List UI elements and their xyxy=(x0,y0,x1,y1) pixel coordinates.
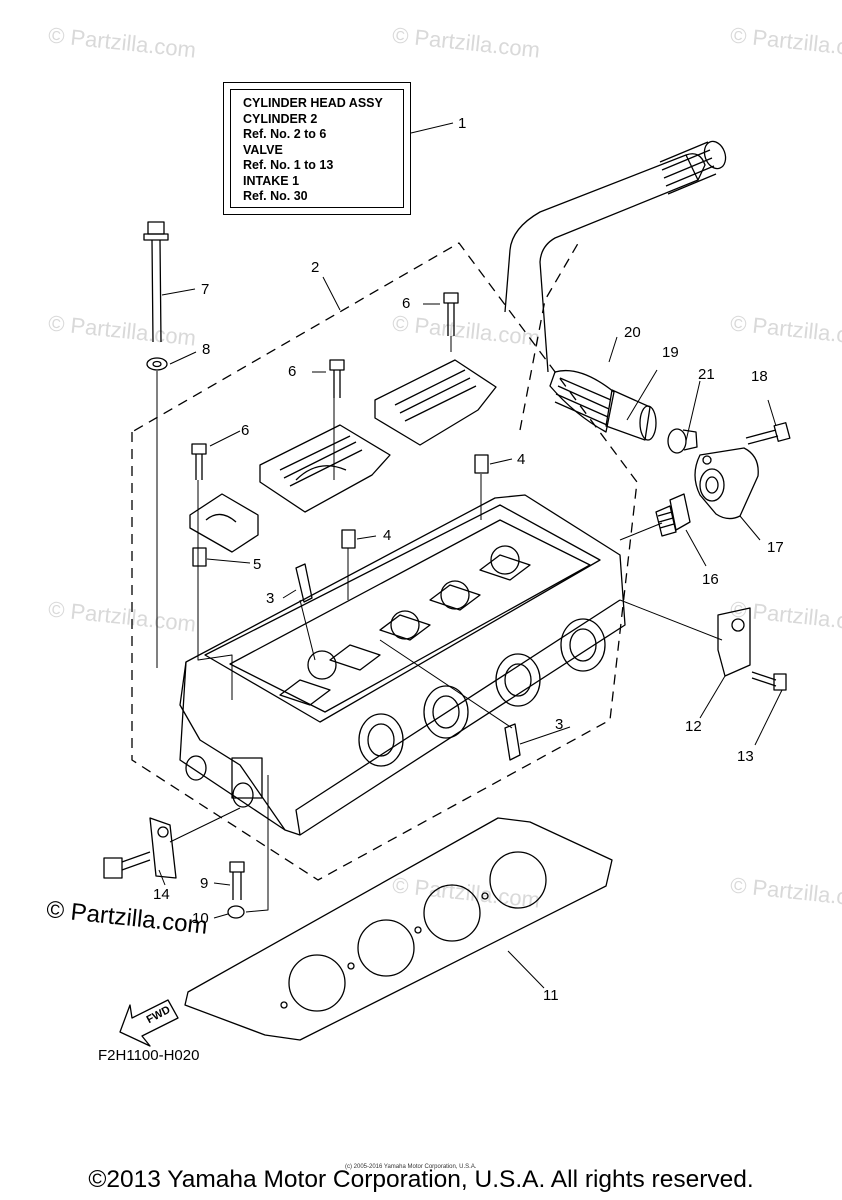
bolt-6-right xyxy=(443,292,459,336)
valve-guides xyxy=(295,563,521,761)
bolt-18 xyxy=(745,422,791,445)
bracket-12 xyxy=(717,607,751,677)
callout-4-right: 4 xyxy=(517,451,526,468)
bolt-14 xyxy=(103,851,151,879)
bolt-6-left xyxy=(191,443,207,480)
callout-10: 10 xyxy=(192,910,209,927)
callout-1: 1 xyxy=(458,115,467,132)
assembly-boundary xyxy=(131,242,638,881)
assembly-note-box: CYLINDER HEAD ASSY CYLINDER 2 Ref. No. 2… xyxy=(223,82,411,215)
callout-4-middle: 4 xyxy=(383,527,392,544)
callout-19: 19 xyxy=(662,344,679,361)
thermostat-housing xyxy=(694,447,759,520)
callout-3-top: 3 xyxy=(266,590,275,607)
assembly-title: CYLINDER HEAD ASSY xyxy=(243,96,383,110)
assembly-note-inner: CYLINDER HEAD ASSY CYLINDER 2 Ref. No. 2… xyxy=(230,89,404,208)
assembly-line: Ref. No. 2 to 6 xyxy=(243,127,327,141)
callout-13: 13 xyxy=(737,748,754,765)
callout-16: 16 xyxy=(702,571,719,588)
intake-hose xyxy=(504,140,727,433)
callout-14: 14 xyxy=(153,886,170,903)
hose-connector xyxy=(605,389,657,441)
callout-5: 5 xyxy=(253,556,262,573)
assembly-line: VALVE xyxy=(243,142,283,157)
hose-clamp xyxy=(667,428,698,454)
tiny-copyright: (c) 2005-2016 Yamaha Motor Corporation, … xyxy=(345,1164,477,1170)
callout-7: 7 xyxy=(201,281,210,298)
intake-boundary xyxy=(519,239,581,431)
callout-21: 21 xyxy=(698,366,715,383)
camshaft-cap-left xyxy=(189,493,259,553)
callout-11: 11 xyxy=(543,987,559,1004)
callout-18: 18 xyxy=(751,368,768,385)
assembly-line: INTAKE 1 xyxy=(243,173,300,188)
camshaft-cap-middle xyxy=(259,424,391,513)
footer-copyright: ©2013 Yamaha Motor Corporation, U.S.A. A… xyxy=(88,1166,754,1193)
assembly-line: CYLINDER 2 xyxy=(243,111,318,126)
callout-3-bottom: 3 xyxy=(555,716,564,733)
bracket-14 xyxy=(149,817,177,879)
callout-2: 2 xyxy=(311,259,320,276)
callout-6-left: 6 xyxy=(241,422,250,439)
fwd-arrow xyxy=(119,999,179,1047)
leader-lines xyxy=(156,122,783,989)
thermostat xyxy=(655,493,691,537)
assembly-line: Ref. No. 1 to 13 xyxy=(243,158,334,172)
assembly-line: Ref. No. 30 xyxy=(243,189,308,203)
cylinder-head xyxy=(179,494,626,836)
washer-8 xyxy=(146,357,168,371)
callout-20: 20 xyxy=(624,324,641,341)
bolt-9 xyxy=(229,861,245,900)
washer-10 xyxy=(227,905,245,919)
camshaft-cap-right xyxy=(374,359,497,446)
head-bolt-7 xyxy=(143,221,169,343)
bolt-13 xyxy=(751,671,787,691)
head-gasket xyxy=(184,817,613,1041)
callout-12: 12 xyxy=(685,718,702,735)
callout-8: 8 xyxy=(202,341,211,358)
callout-17: 17 xyxy=(767,539,784,556)
callout-6-middle: 6 xyxy=(288,363,297,380)
callout-9: 9 xyxy=(200,875,209,892)
figure-code: F2H1100-H020 xyxy=(98,1047,200,1064)
callout-6-right: 6 xyxy=(402,295,411,312)
bolt-6-middle xyxy=(329,359,345,398)
